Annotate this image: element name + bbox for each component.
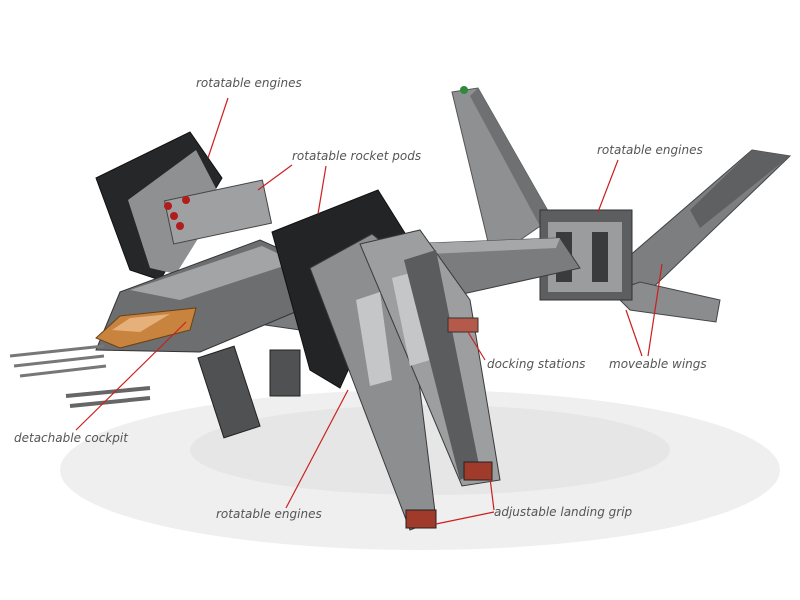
front-cannon: [19, 364, 107, 378]
label-adjustable-landing-grip: adjustable landing grip: [494, 505, 633, 519]
leader-rocket-pods-2: [317, 165, 327, 215]
front-cannon: [13, 354, 105, 368]
forward-hull-top: [130, 246, 296, 300]
docking-station: [447, 317, 479, 333]
rocket-tip: [164, 202, 172, 210]
fin-tip-light: [460, 86, 468, 94]
rocket-tip: [176, 222, 184, 230]
front-cannon: [69, 396, 151, 408]
cockpit-canopy-glare: [112, 314, 170, 332]
label-rotatable-engines-top-left: rotatable engines: [196, 76, 302, 90]
rocket-tip: [182, 196, 190, 204]
leader-lines: [75, 97, 663, 525]
label-rotatable-rocket-pods: rotatable rocket pods: [292, 149, 422, 163]
front-leg: [197, 345, 261, 439]
front-cannon: [9, 344, 105, 358]
leader-engines-top-right: [597, 159, 619, 213]
rear-fin-upper: [451, 87, 553, 243]
label-detachable-cockpit: detachable cockpit: [14, 431, 128, 445]
leader-wings-2: [647, 263, 663, 357]
label-rotatable-engines-bottom: rotatable engines: [216, 507, 322, 521]
leader-engines-bottom: [285, 389, 349, 509]
label-rotatable-engines-top-right: rotatable engines: [597, 143, 703, 157]
rocket-pod-body: [163, 179, 273, 245]
moveable-wing-lower: [611, 281, 721, 323]
leader-rocket-pods: [257, 164, 293, 191]
label-moveable-wings: moveable wings: [609, 357, 707, 371]
leader-landing-2: [435, 511, 495, 525]
front-leg: [269, 349, 301, 397]
ground-shadow-inner: [190, 405, 670, 495]
front-engine-panel: [392, 272, 430, 366]
rocket-tip: [170, 212, 178, 220]
front-engine-panel: [356, 292, 392, 386]
leader-docking: [467, 331, 486, 361]
leader-wings-1: [625, 309, 643, 357]
landing-grip-foot: [405, 509, 437, 529]
leader-engines-top-left: [207, 97, 229, 159]
front-engine-side: [404, 250, 480, 480]
rear-fin-upper-shade: [470, 88, 552, 226]
front-cannon: [65, 386, 151, 398]
leader-cockpit: [75, 321, 187, 431]
moveable-wing-main-shade: [690, 150, 790, 228]
landing-grip-foot: [463, 461, 493, 481]
leader-landing-1: [489, 477, 495, 511]
label-docking-stations: docking stations: [487, 357, 586, 371]
rear-engine-slot-2: [592, 232, 608, 282]
